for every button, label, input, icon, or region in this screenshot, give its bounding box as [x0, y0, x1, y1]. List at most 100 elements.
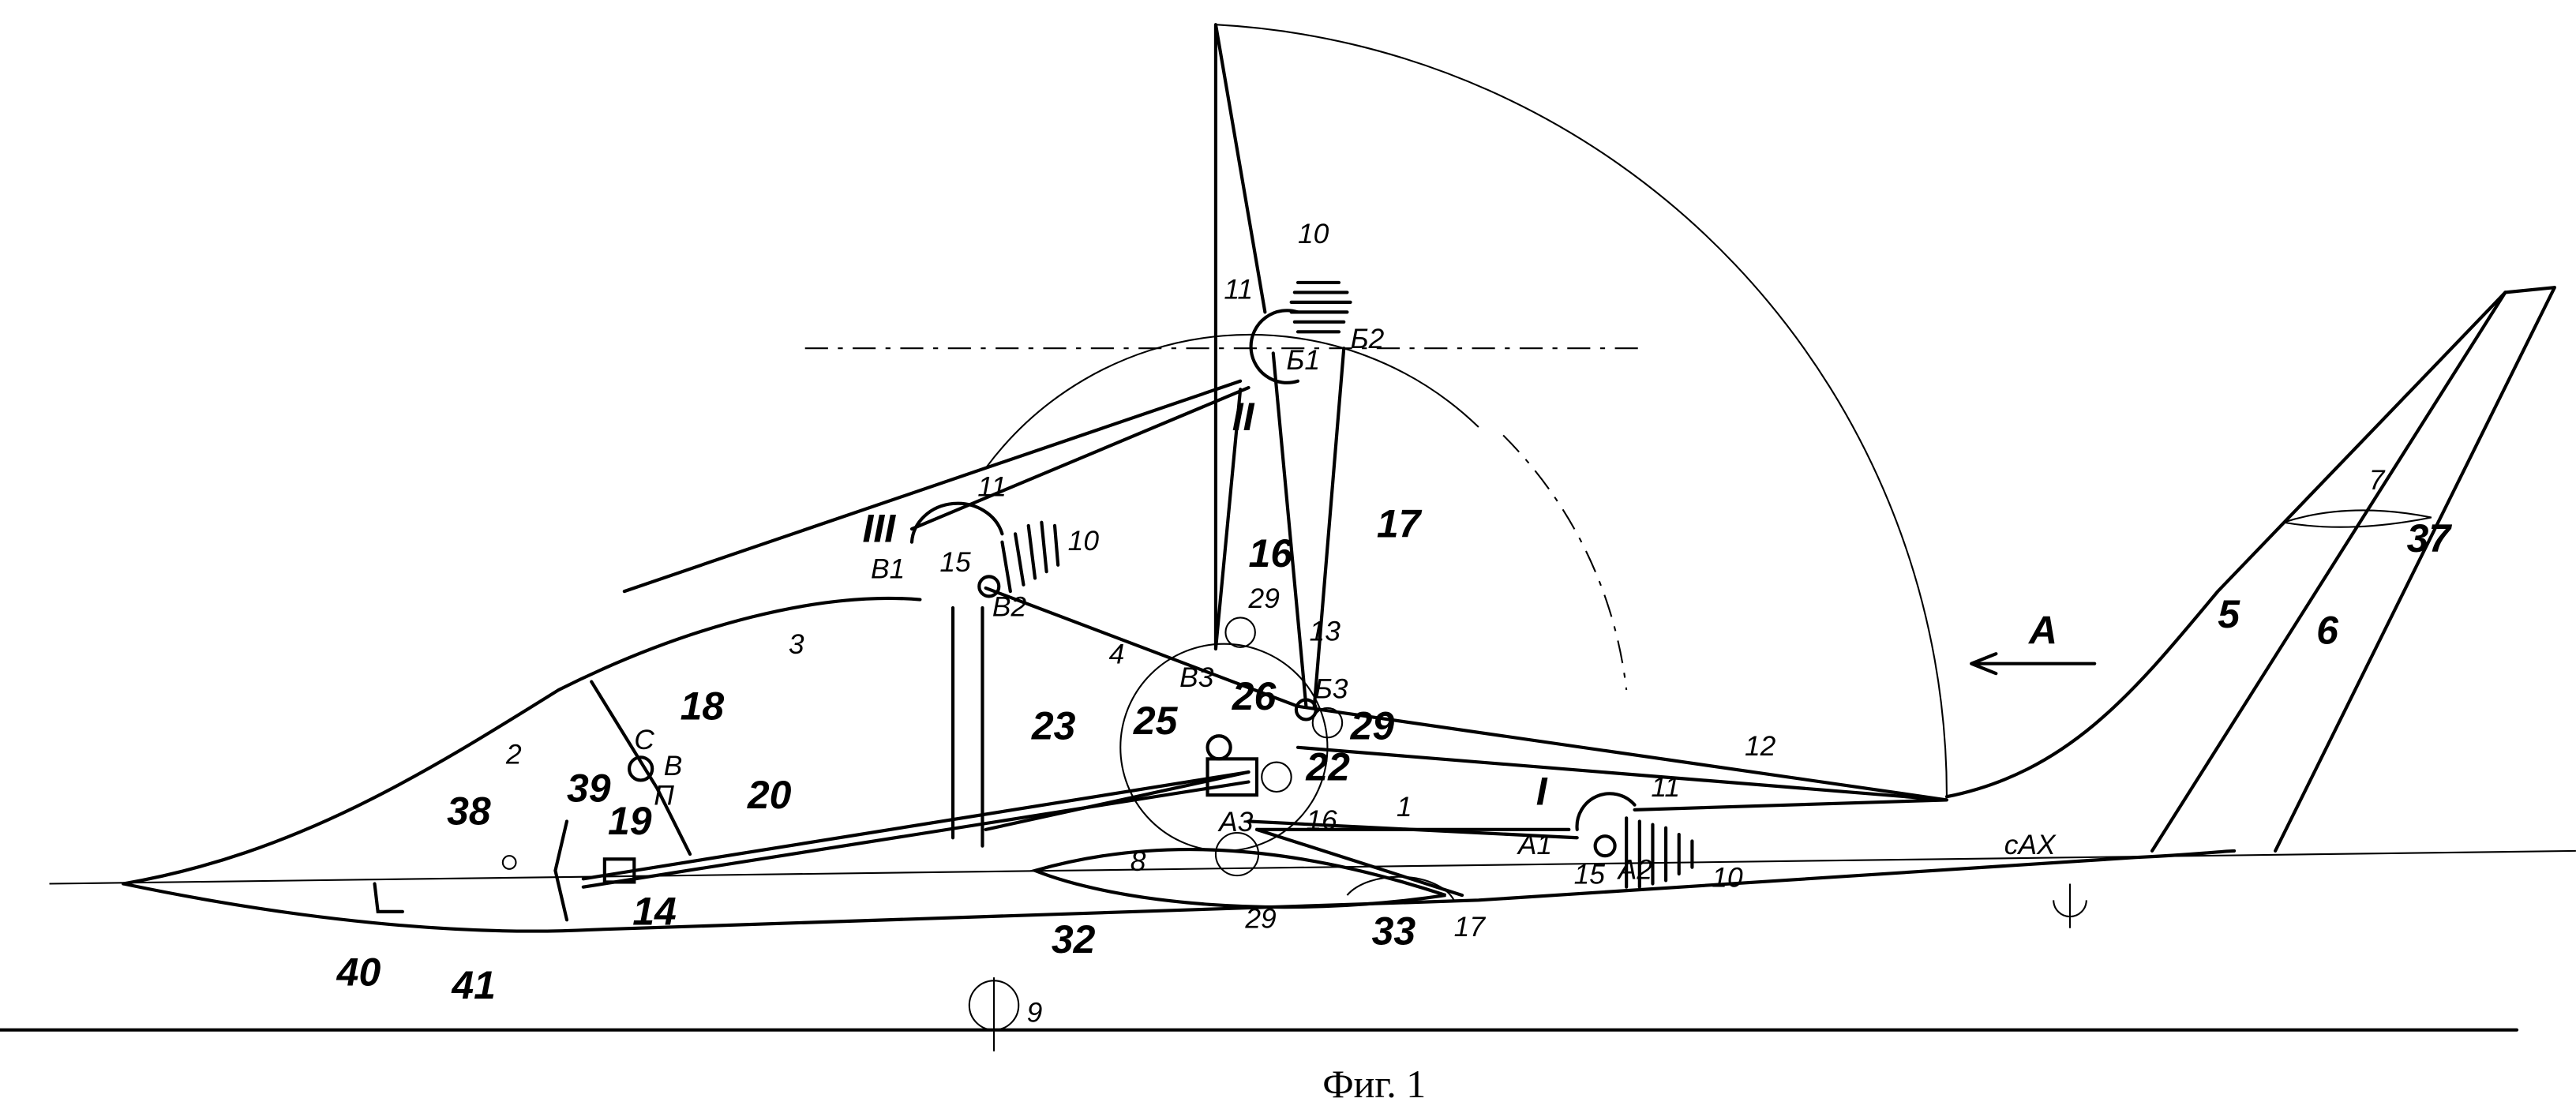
- fuselage-upper: [122, 596, 922, 886]
- label-15-mid: 15: [939, 547, 971, 578]
- label-23: 23: [1031, 703, 1076, 748]
- control-block-19: [602, 857, 636, 884]
- label-39: 39: [567, 766, 611, 810]
- label-sax: сАХ: [2004, 830, 2057, 860]
- roller-22: [1261, 761, 1292, 793]
- label-16-lower: 16: [1306, 805, 1337, 836]
- label-26: 26: [1232, 674, 1277, 718]
- pivot-41: [501, 855, 517, 870]
- label-7: 7: [2369, 465, 2386, 496]
- label-9: 9: [1027, 997, 1043, 1028]
- hub-II: [1249, 309, 1300, 384]
- arrow-A: [1970, 652, 2097, 676]
- label-8: 8: [1131, 846, 1146, 877]
- figure-caption: Фиг. 1: [1322, 1062, 1426, 1106]
- label-2: 2: [505, 740, 522, 770]
- wing-I: [1247, 745, 1948, 840]
- label-10-bottom: 10: [1712, 863, 1743, 894]
- fin-5: [2150, 290, 2507, 853]
- label-P: П: [654, 781, 674, 812]
- control-hinge-18: [627, 755, 654, 782]
- label-20: 20: [747, 773, 792, 817]
- rod-16-upper: [1213, 347, 1346, 708]
- label-V3: В3: [1179, 662, 1214, 693]
- fuselage-tail: [1944, 286, 2556, 799]
- label-29-a: 29: [1248, 583, 1280, 614]
- label-17-lower: 17: [1454, 912, 1487, 943]
- label-17-upper: 17: [1377, 501, 1423, 545]
- lever-39: [553, 819, 569, 922]
- label-5: 5: [2218, 592, 2240, 636]
- roller-29-c: [1214, 831, 1260, 877]
- roller-29-b: [1311, 707, 1344, 739]
- hinge-B3: [1206, 734, 1232, 761]
- hinge-B2: [977, 575, 1001, 598]
- spring-10-top: [1289, 280, 1352, 334]
- hinge-B3-right: [1294, 698, 1318, 722]
- label-arrow-A: A: [2027, 609, 2057, 653]
- label-1: 1: [1397, 792, 1412, 823]
- tail-wheel: [2053, 883, 2087, 928]
- label-29-c: 29: [1244, 904, 1276, 935]
- rotation-arc: [1215, 24, 1948, 797]
- axis-line: [49, 849, 2576, 885]
- label-B3: Б3: [1314, 673, 1348, 704]
- label-6: 6: [2316, 609, 2339, 653]
- hub-III: [909, 501, 1004, 544]
- label-25: 25: [1133, 699, 1179, 743]
- roller-29-a: [1224, 617, 1256, 648]
- label-12: 12: [1745, 731, 1776, 762]
- rotation-arc-inner: [1502, 434, 1628, 691]
- label-V-small: В: [664, 751, 683, 782]
- label-32: 32: [1052, 917, 1096, 961]
- label-19: 19: [608, 799, 652, 843]
- label-A2: A2: [1617, 854, 1653, 885]
- label-18: 18: [681, 684, 725, 728]
- label-13: 13: [1310, 617, 1341, 647]
- link-B2-to-B3: [984, 586, 1949, 802]
- label-position-I: I: [1536, 770, 1548, 814]
- blade-position-II: [1213, 23, 1267, 651]
- label-position-II: II: [1232, 395, 1255, 439]
- label-14: 14: [632, 890, 677, 934]
- label-41: 41: [451, 963, 496, 1007]
- label-4: 4: [1109, 639, 1125, 670]
- label-11-I: 11: [1651, 772, 1680, 803]
- spring-10-bottom: [1625, 816, 1694, 889]
- label-11-III: 11: [977, 471, 1007, 502]
- label-15-bottom: 15: [1574, 860, 1606, 890]
- label-22: 22: [1305, 744, 1350, 789]
- rod-17-lower: [1254, 827, 1464, 898]
- label-11-vertical: 11: [1224, 275, 1253, 305]
- fuselage-lower: [122, 849, 2237, 933]
- label-3: 3: [789, 629, 804, 660]
- label-10-top: 10: [1298, 219, 1329, 249]
- label-33: 33: [1372, 909, 1416, 954]
- canopy-frame: [590, 605, 1251, 856]
- label-29-b: 29: [1350, 703, 1395, 748]
- label-37: 37: [2407, 516, 2453, 560]
- label-A3: A3: [1217, 807, 1254, 838]
- label-40: 40: [336, 950, 381, 995]
- label-16-upper: 16: [1249, 531, 1294, 575]
- hub-I: [1575, 792, 1637, 831]
- control-rod-20: [581, 770, 1251, 889]
- label-V1: В1: [871, 553, 905, 584]
- label-V2: В2: [992, 591, 1027, 622]
- label-B1: Б1: [1286, 345, 1320, 376]
- float-8: [1029, 847, 1446, 909]
- label-position-III: III: [863, 507, 897, 551]
- label-C: С: [634, 725, 654, 755]
- spring-10-mid: [1000, 520, 1060, 594]
- wheel-33: [1346, 875, 1455, 901]
- fin-6: [2274, 286, 2556, 853]
- label-B2: Б2: [1351, 324, 1385, 354]
- hinge-A2: [1593, 834, 1617, 858]
- label-38: 38: [447, 789, 491, 834]
- fin-section-7: [2283, 509, 2432, 528]
- pedal-40: [373, 882, 404, 913]
- blade-position-III: [622, 379, 1251, 594]
- label-10-mid: 10: [1068, 526, 1100, 557]
- label-A1: A1: [1517, 830, 1552, 860]
